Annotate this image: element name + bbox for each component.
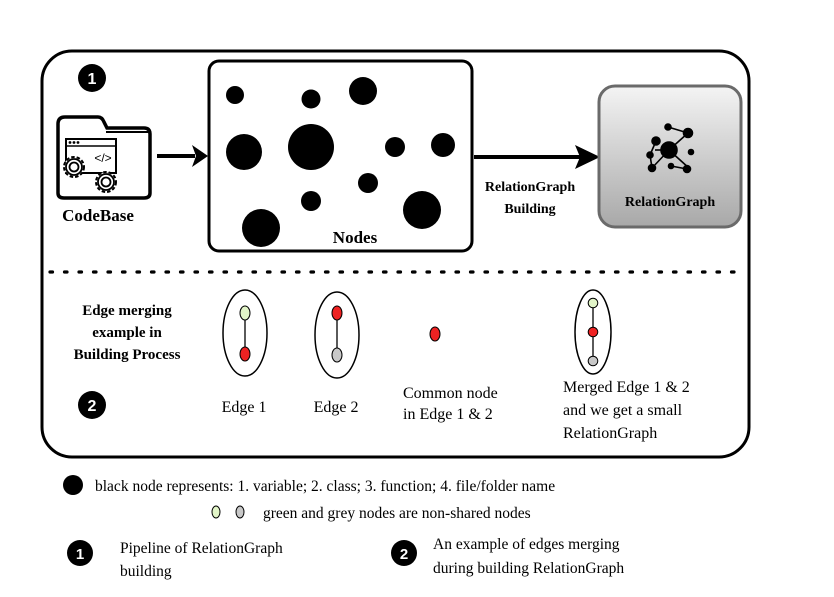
badge-number: 1 <box>76 546 84 563</box>
legend-item2-line2: during building RelationGraph <box>433 560 624 577</box>
black-node <box>242 209 280 247</box>
black-node <box>431 133 455 157</box>
merged-label-line3: RelationGraph <box>563 425 657 442</box>
black-node <box>358 173 378 193</box>
legend-black-node-icon <box>63 475 83 495</box>
red-node <box>331 305 343 321</box>
codebase-folder-icon: </> <box>56 115 152 200</box>
merging-title-line3: Building Process <box>74 347 181 363</box>
legend-item1-line2: building <box>120 563 172 580</box>
edge-2-diagram <box>314 291 360 379</box>
common-red-node <box>429 326 441 342</box>
codebase-label: CodeBase <box>62 206 134 225</box>
red-node <box>239 346 251 362</box>
legend-green-grey-text: green and grey nodes are non-shared node… <box>263 505 531 522</box>
legend-item2-line1: An example of edges merging <box>433 536 620 553</box>
arrow-codebase-to-nodes <box>157 145 208 167</box>
green-node <box>587 297 599 309</box>
common-node-label-line1: Common node <box>403 385 498 402</box>
nodes-label: Nodes <box>333 228 378 247</box>
relationgraph-label: RelationGraph <box>625 195 715 210</box>
code-glyph: </> <box>94 151 111 165</box>
merged-graph-diagram <box>574 289 612 375</box>
black-node <box>403 191 441 229</box>
common-node-label-line2: in Edge 1 & 2 <box>403 406 493 423</box>
step-badge-2: 2 <box>78 391 106 419</box>
legend-black-node-text: black node represents: 1. variable; 2. c… <box>95 478 555 495</box>
arrow-nodes-to-relationgraph <box>474 145 600 169</box>
grey-node <box>331 347 343 363</box>
black-nodes <box>226 77 455 247</box>
step-badge-1: 1 <box>78 64 106 92</box>
black-node <box>226 86 244 104</box>
legend-grey-node-icon <box>235 505 245 519</box>
red-node <box>587 326 599 338</box>
green-node <box>239 305 251 321</box>
legend-badge-2: 2 <box>391 540 417 566</box>
black-node <box>301 89 321 109</box>
network-graph-icon <box>646 123 695 174</box>
black-node <box>301 191 321 211</box>
badge-number: 2 <box>400 546 408 563</box>
merged-label-line1: Merged Edge 1 & 2 <box>563 379 690 396</box>
merging-title-line1: Edge merging <box>82 303 172 319</box>
grey-node <box>587 355 599 367</box>
black-node <box>288 124 334 170</box>
edge-1-label: Edge 1 <box>222 399 267 416</box>
outer-frame <box>40 49 751 459</box>
legend-badge-1: 1 <box>67 540 93 566</box>
merged-label-line2: and we get a small <box>563 402 683 419</box>
badge-number: 1 <box>88 71 97 88</box>
black-node <box>385 137 405 157</box>
black-node <box>226 134 262 170</box>
legend-green-node-icon <box>211 505 221 519</box>
merging-title-line2: example in <box>92 325 162 341</box>
legend-item1-line1: Pipeline of RelationGraph <box>120 540 283 557</box>
arrow-label-line1: RelationGraph <box>485 180 575 195</box>
badge-number: 2 <box>88 398 97 415</box>
edge-1-diagram <box>222 289 268 377</box>
edge-2-label: Edge 2 <box>314 399 359 416</box>
black-node <box>349 77 377 105</box>
arrow-label-line2: Building <box>504 202 555 217</box>
